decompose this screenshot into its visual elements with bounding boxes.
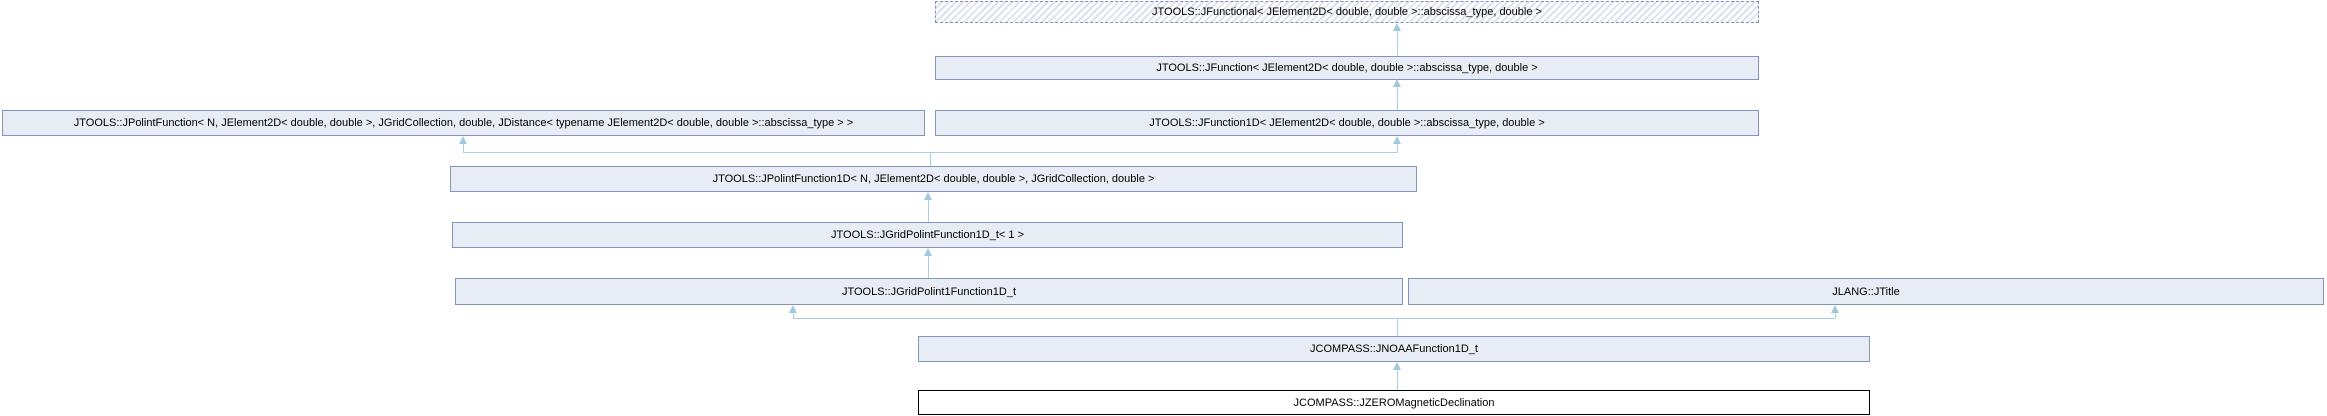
inheritance-line-jfunction1d-to-jfunction xyxy=(1397,87,1398,110)
inheritance-line-jnoaafunction1dt-to-jtitle xyxy=(1835,313,1836,318)
inheritance-line-jfunction-to-jfunctional xyxy=(1397,31,1398,56)
inheritance-line-jgridpolint1function1dt-to-jgridpolintfunction1dt xyxy=(928,256,929,278)
class-box-jfunction1d[interactable]: JTOOLS::JFunction1D< JElement2D< double,… xyxy=(935,110,1759,136)
inheritance-line-jpolintfunction1d-to-jfunction1d xyxy=(1397,144,1398,152)
inheritance-stub-jnoaafunction1dt xyxy=(1397,318,1398,336)
inheritance-line-jnoaafunction1dt-to-jgridpolint1function1dt xyxy=(793,313,794,318)
inheritance-arrowhead-jgridpolintfunction1dt-to-jpolintfunction1d xyxy=(924,192,932,200)
inheritance-bus-jnoaafunction1dt xyxy=(793,318,1835,319)
inheritance-arrowhead-jzeromagneticdeclination-to-jnoaafunction1dt xyxy=(1393,362,1401,370)
class-box-jpolintfunction[interactable]: JTOOLS::JPolintFunction< N, JElement2D< … xyxy=(2,110,925,136)
class-box-jnoaafunction1d-t[interactable]: JCOMPASS::JNOAAFunction1D_t xyxy=(918,336,1870,362)
class-box-jfunctional: JTOOLS::JFunctional< JElement2D< double,… xyxy=(935,1,1759,23)
inheritance-stub-jpolintfunction1d xyxy=(930,152,931,166)
inheritance-line-jgridpolintfunction1dt-to-jpolintfunction1d xyxy=(928,200,929,222)
class-box-jpolintfunction1d[interactable]: JTOOLS::JPolintFunction1D< N, JElement2D… xyxy=(450,166,1417,192)
inheritance-arrowhead-jfunction-to-jfunctional xyxy=(1393,23,1401,31)
inheritance-line-jpolintfunction1d-to-jpolintfunction xyxy=(463,144,464,152)
inheritance-arrowhead-jnoaafunction1dt-to-jtitle xyxy=(1831,305,1839,313)
inheritance-arrowhead-jgridpolint1function1dt-to-jgridpolintfunction1dt xyxy=(924,248,932,256)
inheritance-arrowhead-jpolintfunction1d-to-jpolintfunction xyxy=(459,136,467,144)
inheritance-arrowhead-jfunction1d-to-jfunction xyxy=(1393,79,1401,87)
class-box-jtitle[interactable]: JLANG::JTitle xyxy=(1408,278,2324,305)
class-box-jfunction[interactable]: JTOOLS::JFunction< JElement2D< double, d… xyxy=(935,56,1759,80)
inheritance-arrowhead-jpolintfunction1d-to-jfunction1d xyxy=(1393,136,1401,144)
inheritance-arrowhead-jnoaafunction1dt-to-jgridpolint1function1dt xyxy=(789,305,797,313)
inheritance-line-jzeromagneticdeclination-to-jnoaafunction1dt xyxy=(1397,370,1398,390)
class-box-jgridpolint1function1d-t[interactable]: JTOOLS::JGridPolint1Function1D_t xyxy=(455,278,1403,305)
class-box-jzeromagneticdeclination-current: JCOMPASS::JZEROMagneticDeclination xyxy=(918,390,1870,415)
class-box-jgridpolintfunction1d-t[interactable]: JTOOLS::JGridPolintFunction1D_t< 1 > xyxy=(452,222,1403,248)
